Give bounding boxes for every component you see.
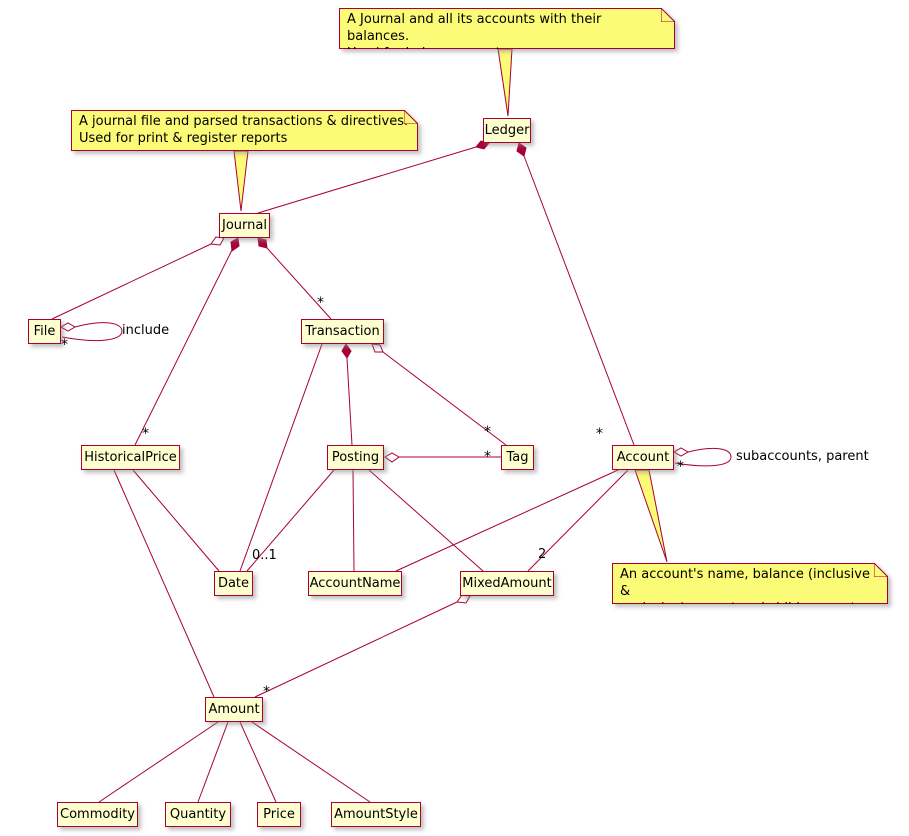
- aggregation-diamond-mixedamount-amount: [456, 594, 471, 604]
- note-journal-wrap: A journal file and parsed transactions &…: [71, 110, 418, 151]
- note-journal: A journal file and parsed transactions &…: [71, 110, 418, 151]
- edge-file-selfloop: [61, 322, 123, 342]
- class-journal: Journal: [219, 213, 270, 238]
- edge-transaction-posting: [346, 357, 353, 446]
- class-file: File: [28, 319, 61, 344]
- multiplicity-journal-historicalprice: *: [142, 426, 149, 442]
- edge-historicalprice-amount: [113, 469, 215, 698]
- composition-diamond-journal-historicalprice: [230, 237, 240, 252]
- aggregation-diamond-posting-tag: [384, 452, 400, 463]
- class-amountstyle: AmountStyle: [331, 802, 421, 827]
- multiplicity-journal-transaction: *: [317, 295, 324, 311]
- class-posting: Posting: [327, 445, 384, 470]
- composition-diamond-journal-transaction: [257, 237, 268, 249]
- note-account: An account's name, balance (inclusive & …: [612, 563, 888, 604]
- class-tag: Tag: [501, 445, 534, 470]
- edge-account-mixedamount: [527, 469, 629, 572]
- multiplicity-posting-date: 0..1: [252, 548, 277, 563]
- note-pointer-ledger: [497, 48, 513, 117]
- class-amount: Amount: [205, 697, 263, 722]
- note-account-wrap: An account's name, balance (inclusive & …: [612, 563, 888, 604]
- label-subaccounts-parent: subaccounts, parent: [736, 449, 869, 464]
- edge-journal-historicalprice: [134, 249, 233, 446]
- edge-ledger-journal: [257, 146, 477, 214]
- class-historicalprice: HistoricalPrice: [81, 445, 180, 470]
- note-fold-icon: [404, 110, 418, 124]
- note-fold-icon: [661, 8, 675, 22]
- class-accountname: AccountName: [308, 571, 402, 596]
- edge-transaction-tag: [382, 351, 507, 446]
- edge-account-accountname: [395, 469, 619, 572]
- edge-posting-accountname: [352, 469, 355, 572]
- class-mixedamount: MixedAmount: [460, 571, 554, 596]
- aggregation-diamond-transaction-tag: [371, 343, 384, 353]
- note-pointer-journal: [233, 150, 249, 212]
- multiplicity-file-selfloop: *: [61, 337, 68, 353]
- class-commodity: Commodity: [57, 802, 138, 827]
- multiplicity-mixedamount-amount: *: [263, 684, 270, 700]
- class-price: Price: [257, 802, 301, 827]
- note-pointer-account: [634, 469, 668, 563]
- aggregation-diamond-file-selfloop: [59, 322, 77, 332]
- edge-account-selfloop: [674, 447, 732, 467]
- edge-historicalprice-date: [132, 469, 220, 572]
- edge-journal-transaction: [266, 247, 332, 320]
- multiplicity-account-mixedamount: 2: [538, 547, 547, 562]
- class-transaction: Transaction: [301, 319, 384, 344]
- class-ledger: Ledger: [483, 118, 531, 143]
- edge-amount-amountstyle: [251, 721, 371, 803]
- multiplicity-ledger-account: *: [596, 426, 603, 442]
- edge-amount-quantity: [197, 721, 229, 803]
- aggregation-diamond-account-selfloop: [672, 447, 690, 457]
- edge-amount-commodity: [98, 721, 219, 803]
- multiplicity-account-selfloop: *: [677, 459, 684, 475]
- aggregation-diamond-journal-file: [210, 236, 225, 246]
- composition-diamond-transaction-posting: [341, 343, 352, 359]
- edge-journal-file: [51, 243, 212, 320]
- note-ledger-wrap: A Journal and all its accounts with thei…: [339, 8, 675, 49]
- edge-posting-date: [246, 469, 335, 572]
- composition-diamond-ledger-account: [516, 142, 527, 157]
- class-account: Account: [612, 445, 674, 470]
- edge-posting-mixedamount: [368, 469, 484, 572]
- class-quantity: Quantity: [165, 802, 231, 827]
- edge-transaction-date: [239, 343, 323, 572]
- multiplicity-transaction-tag: *: [484, 424, 491, 440]
- label-include: include: [122, 323, 170, 338]
- note-fold-icon: [874, 563, 888, 577]
- class-date: Date: [214, 571, 253, 596]
- edge-amount-price: [239, 721, 277, 803]
- edge-mixedamount-amount: [254, 601, 458, 698]
- edge-ledger-account: [523, 155, 635, 446]
- note-ledger: A Journal and all its accounts with thei…: [339, 8, 675, 49]
- multiplicity-posting-tag: *: [484, 449, 491, 465]
